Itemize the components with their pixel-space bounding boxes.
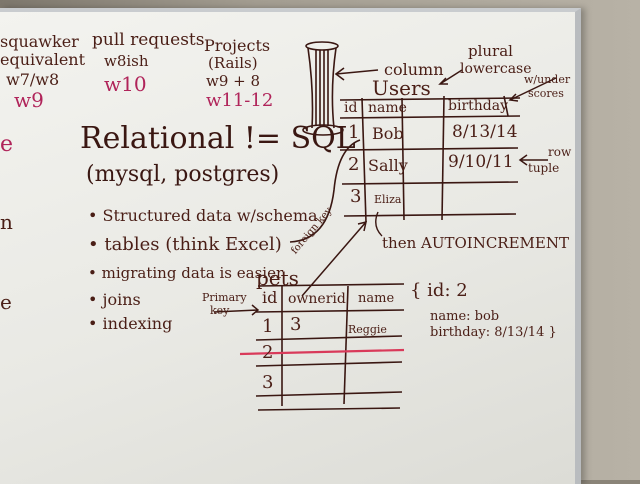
heading-engines: (mysql, postgres) — [86, 162, 280, 187]
pets-row1-ownerid: 3 — [290, 314, 302, 335]
bullet-tables-text: tables (think Excel) — [104, 234, 282, 255]
edge-letter-3: e — [0, 290, 12, 314]
users-row2-id: 2 — [348, 154, 360, 175]
json-note-line2: name: bob — [430, 309, 500, 324]
note-projects: Projects — [204, 36, 271, 55]
note-w8ish: w8ish — [104, 52, 149, 70]
label-column: column — [384, 60, 444, 79]
pets-row3-id: 3 — [262, 372, 274, 393]
users-row1-id: 1 — [348, 122, 360, 143]
plural-arrow — [438, 69, 463, 85]
users-row1-name: Bob — [372, 124, 404, 143]
bullet-structured: • Structured data w/schema — [88, 206, 318, 225]
users-table-title: Users — [372, 76, 431, 100]
label-tuple: tuple — [528, 161, 560, 175]
note-equivalent: equivalent — [0, 50, 86, 69]
users-row1-birthday: 8/13/14 — [452, 122, 518, 142]
heading-relational: Relational != SQL — [80, 121, 356, 156]
users-row2-birthday: 9/10/11 — [448, 152, 514, 172]
label-w-under: w/under — [524, 73, 571, 86]
pets-table-grid — [255, 283, 405, 411]
label-autoincrement: then AUTOINCREMENT — [382, 234, 569, 252]
users-header-name: name — [368, 100, 407, 116]
pets-table-title: pets — [256, 266, 299, 290]
primary-key-arrow — [213, 304, 260, 316]
note-rails: (Rails) — [208, 54, 258, 72]
edge-letter-2: n — [0, 210, 13, 234]
pets-row1-name: Reggie — [348, 323, 387, 336]
label-row: row — [548, 145, 572, 159]
note-w10: w10 — [104, 72, 147, 96]
json-note-line1: { id: 2 — [410, 280, 468, 301]
pets-header-ownerid: ownerid — [288, 291, 346, 307]
pets-header-id: id — [262, 288, 278, 307]
label-scores: scores — [528, 87, 564, 100]
pets-row1-id: 1 — [262, 316, 274, 337]
note-w9: w9 — [14, 88, 44, 112]
pets-header-name: name — [358, 291, 395, 306]
users-row3-id: 3 — [350, 186, 362, 207]
label-primary: Primary — [202, 291, 247, 304]
note-pull-requests: pull requests — [92, 30, 205, 50]
underscore-arrow — [508, 77, 557, 102]
edge-letter-1: e — [0, 132, 14, 157]
note-w11-12: w11-12 — [206, 90, 274, 111]
bullet-structured-text: Structured data w/schema — [102, 206, 318, 225]
users-header-id: id — [344, 100, 358, 116]
bullet-indexing-text: indexing — [102, 314, 173, 333]
bullet-migrating-text: migrating data is easier — [101, 264, 284, 282]
label-lowercase: lowercase — [460, 61, 532, 77]
bullet-indexing: • indexing — [88, 314, 173, 333]
whiteboard — [0, 8, 581, 484]
label-plural: plural — [468, 42, 513, 60]
bullet-migrating: • migrating data is easier — [88, 264, 284, 282]
note-squawker: squawker — [0, 32, 79, 51]
foreign-key-arrow — [301, 220, 367, 297]
deleted-row-strike — [239, 348, 405, 356]
users-header-birthday: birthday — [448, 98, 508, 114]
bullet-joins: • joins — [88, 290, 141, 309]
column-drawing — [302, 41, 344, 136]
note-w9-8: w9 + 8 — [206, 72, 261, 90]
bullet-tables: • tables (think Excel) — [88, 234, 282, 255]
users-table-grid — [339, 95, 521, 223]
note-w7-w8: w7/w8 — [6, 70, 60, 89]
row-arrow — [518, 154, 548, 166]
bullet-joins-text: joins — [102, 290, 141, 309]
label-key: key — [210, 304, 230, 317]
autoincrement-hook — [375, 211, 383, 237]
pets-row2-id: 2 — [262, 342, 274, 363]
json-note-line3: birthday: 8/13/14 } — [430, 325, 557, 340]
users-row2-name: Sally — [368, 156, 408, 175]
users-row3-name: Eliza — [374, 193, 402, 206]
tables-connector — [289, 139, 361, 243]
column-arrow — [334, 67, 379, 81]
